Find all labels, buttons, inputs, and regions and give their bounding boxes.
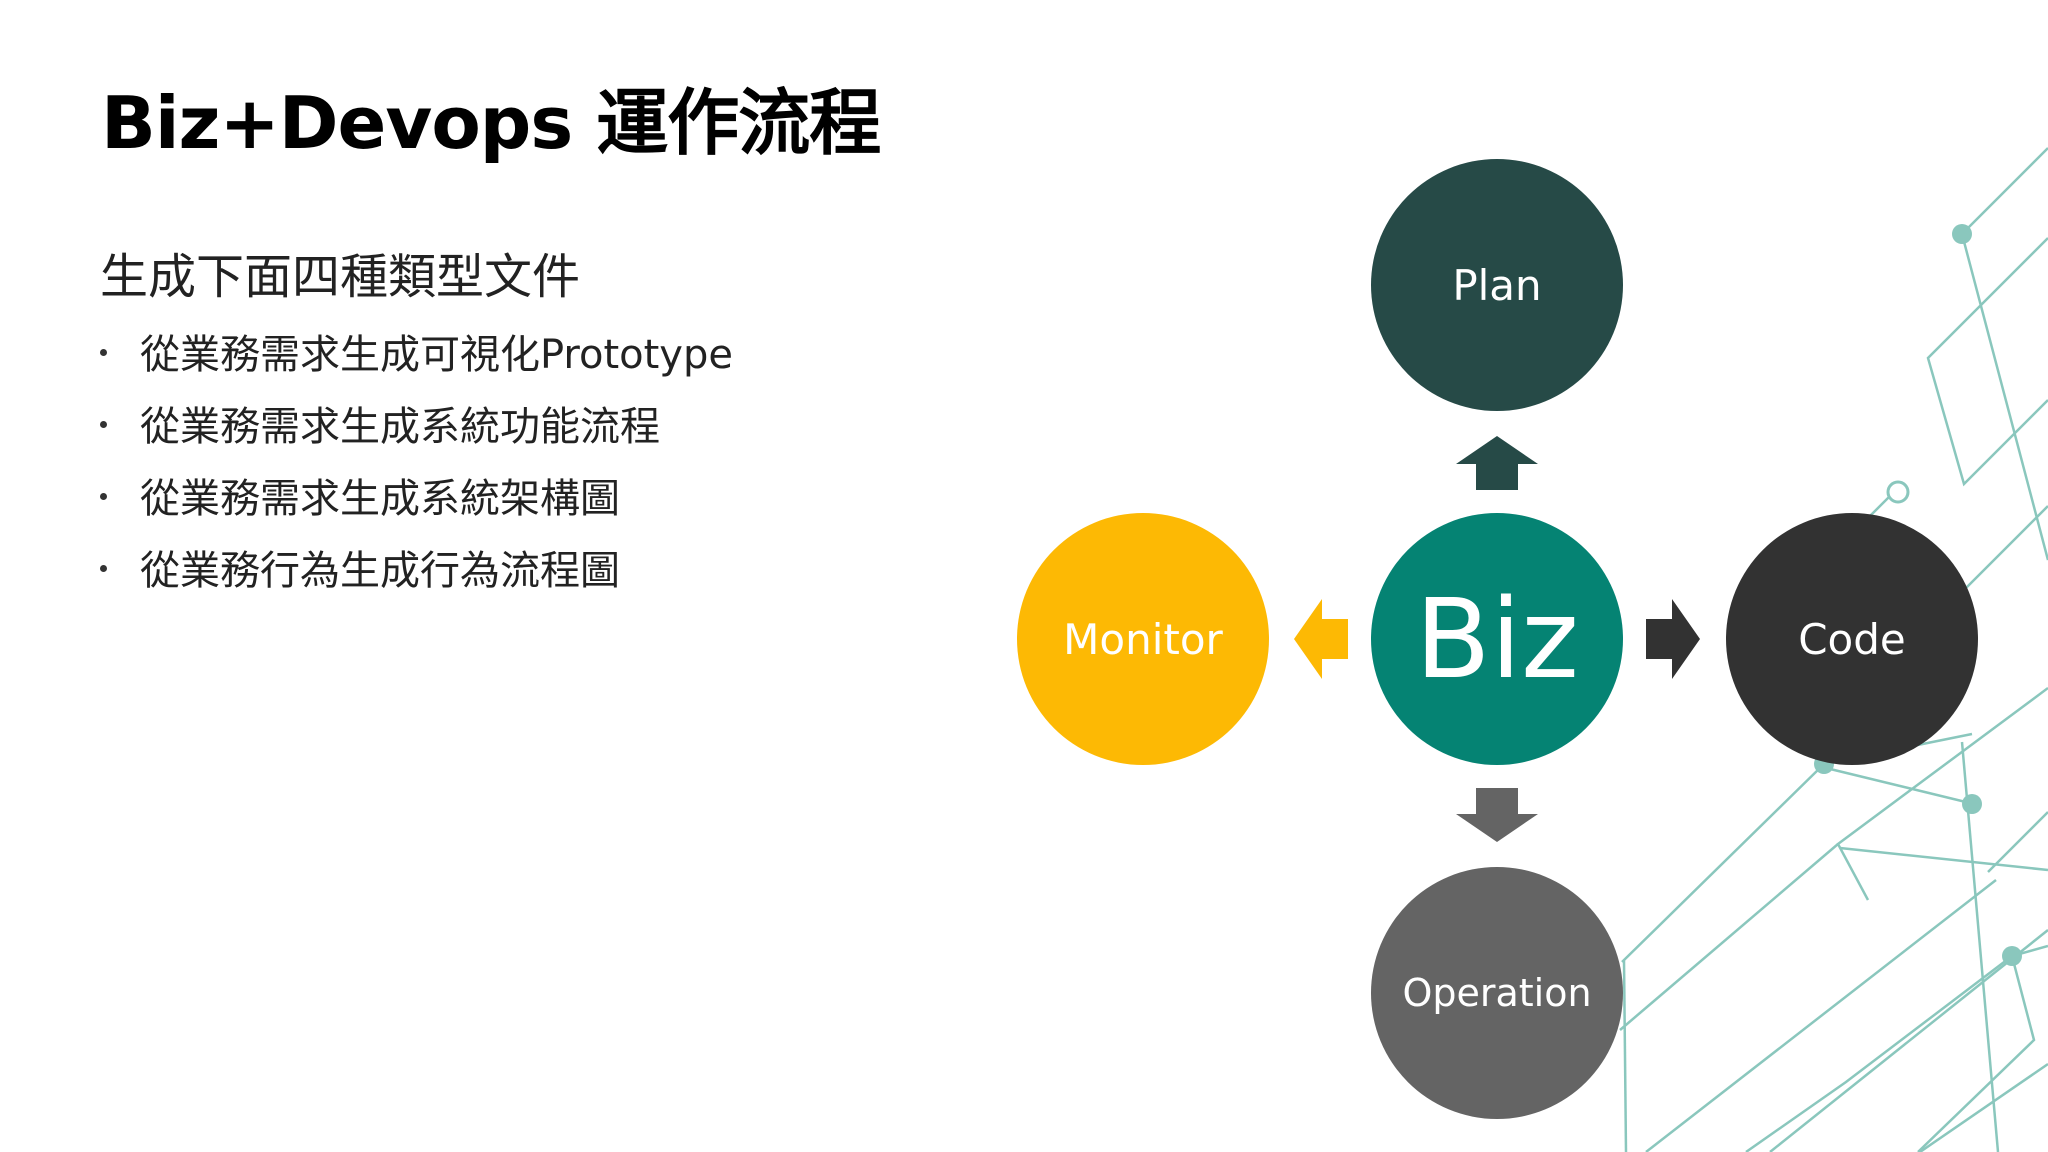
bullet-text: 從業務行為生成行為流程圖 [140, 548, 620, 594]
node-biz: Biz [1371, 513, 1623, 765]
bullet-text: 從業務需求生成可視化Prototype [140, 332, 733, 378]
bullet-text: 從業務需求生成系統功能流程 [140, 404, 660, 450]
arrow-down-icon [1456, 788, 1538, 842]
node-code: Code [1726, 513, 1978, 765]
bullet-icon [100, 421, 107, 428]
bullet-icon [100, 349, 107, 356]
node-plan: Plan [1371, 159, 1623, 411]
node-plan-label: Plan [1452, 260, 1542, 310]
node-operation-label: Operation [1402, 971, 1592, 1015]
slide-title: Biz+Devops 運作流程 [101, 81, 881, 165]
arrow-up-icon [1456, 436, 1538, 490]
node-monitor-label: Monitor [1063, 614, 1223, 664]
bullet-icon [100, 493, 107, 500]
bullet-text: 從業務需求生成系統架構圖 [140, 476, 620, 522]
node-biz-label: Biz [1415, 575, 1579, 703]
node-operation: Operation [1371, 867, 1623, 1119]
slide-subtitle: 生成下面四種類型文件 [100, 249, 581, 305]
arrow-right-icon [1646, 599, 1700, 679]
node-monitor: Monitor [1017, 513, 1269, 765]
arrow-left-icon [1294, 599, 1348, 679]
node-code-label: Code [1798, 614, 1906, 664]
bullet-icon [100, 565, 107, 572]
